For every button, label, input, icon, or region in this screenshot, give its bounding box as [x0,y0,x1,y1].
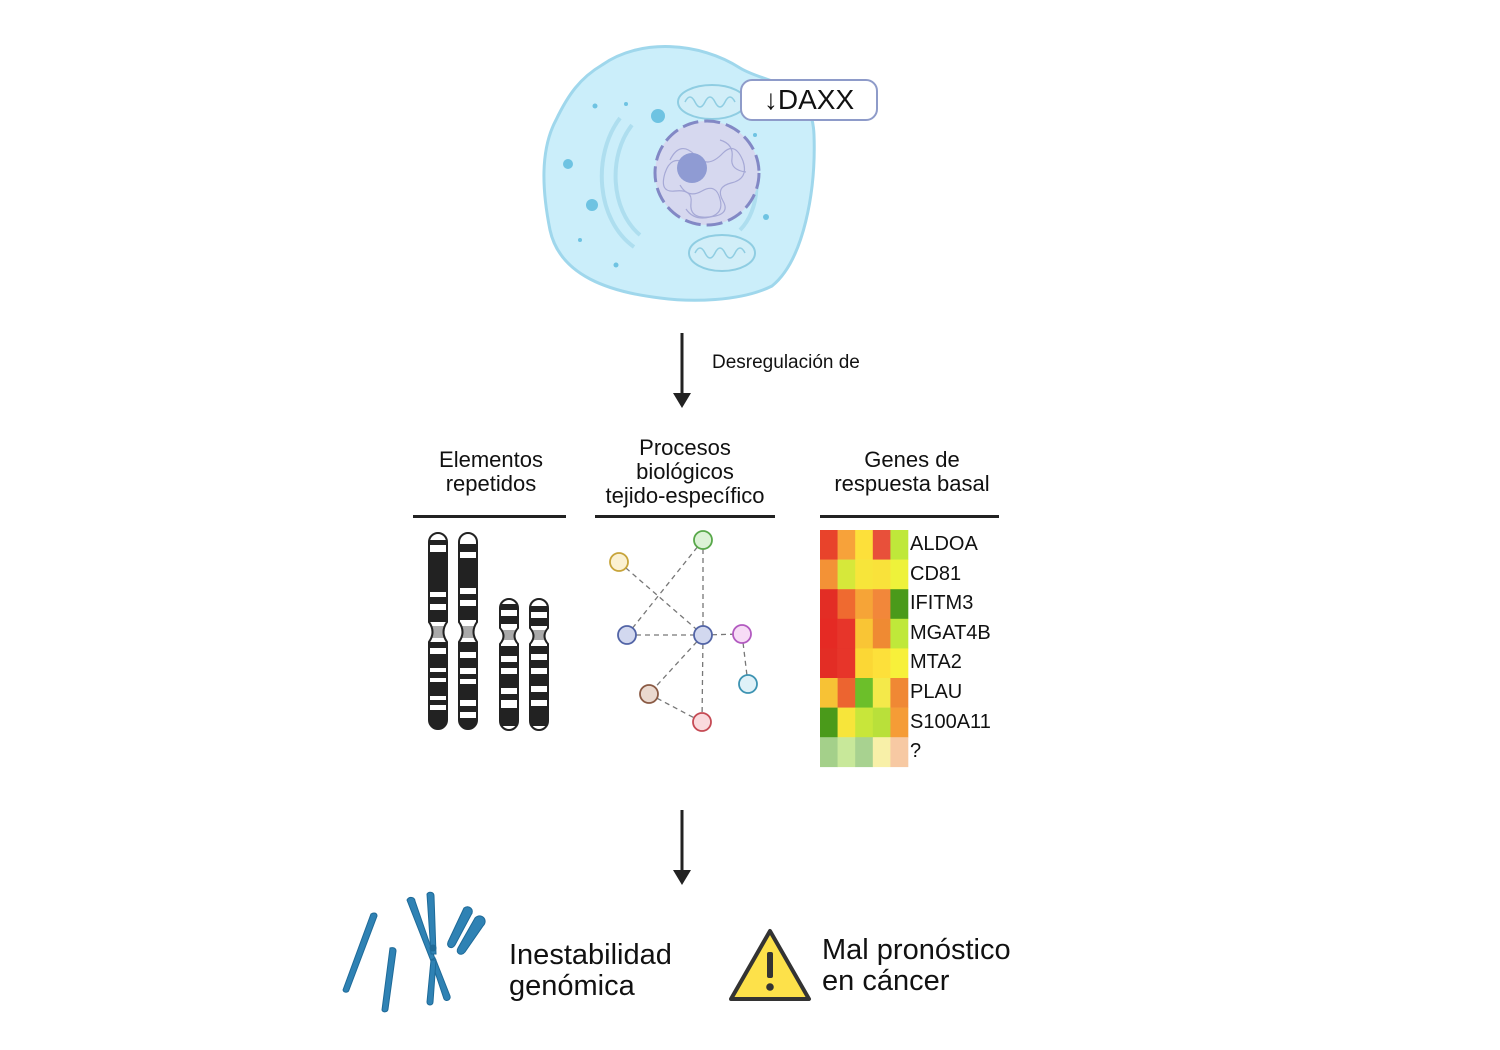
heatmap-cell [855,648,874,679]
outcome-genomic-instability: Inestabilidad genómica [509,939,672,1002]
heatmap-cell [890,678,909,708]
heatmap-cell [890,648,909,679]
heatmap-cell [855,589,874,620]
heatmap-cell [820,707,838,738]
gene-list: ALDOA CD81 IFITM3 MGAT4B MTA2 PLAU S100A… [910,530,1020,767]
gene-label: ALDOA [910,533,978,555]
heatmap-cell [855,737,874,768]
heatmap-cell [820,737,838,768]
gene-label: IFITM3 [910,592,974,615]
column-title-genes: Genes de respuesta basal [834,447,990,496]
heatmap-cell [820,648,838,679]
down-arrow-1 [673,333,691,408]
heatmap-cell [855,530,874,560]
heatmap-cell [820,678,838,708]
heatmap-cell [872,707,891,738]
gene-label: MTA2 [910,651,962,674]
heatmap-cell [820,618,838,649]
gene-label: PLAU [910,680,963,703]
network-node [738,674,758,694]
column-title-processes: Procesos biológicos tejido-específico [605,435,765,508]
warning-icon [729,929,811,1001]
down-arrow-2 [673,810,691,885]
chromosomes-illustration [428,532,549,731]
network-node [617,625,637,645]
heatmap-cell [890,618,909,649]
heatmap-cell [872,648,891,679]
heatmap-cell [872,530,891,560]
heatmap-cell [855,618,874,649]
network-node [692,712,712,732]
network-node [693,625,713,645]
heatmap-cell [837,559,856,590]
process-network [609,530,758,732]
heatmap-cell [890,707,909,738]
heatmap-cell [837,618,856,649]
heatmap-cell [872,559,891,590]
nucleolus [677,153,707,183]
heatmap-cell [890,737,909,768]
heatmap-cell [872,618,891,649]
gene-label: MGAT4B [910,621,991,644]
network-node [693,530,713,550]
mitochondrion-bottom [688,234,756,272]
heatmap-cell [837,678,856,708]
daxx-label: DAXX [777,84,855,115]
heatmap-cell [855,678,874,708]
gene-label: S100A11 [910,710,991,733]
arrow-label: Desregulación de [712,352,860,373]
daxx-badge: ↓ DAXX [740,79,878,121]
heatmap-cell [872,589,891,620]
column-divider-processes [595,515,775,518]
gene-heatmap [820,530,909,768]
chromosome-2 [459,533,477,729]
heatmap-cell [855,707,874,738]
chromosome-3 [500,599,518,730]
heatmap-cell [872,678,891,708]
heatmap-cell [872,737,891,768]
network-node [732,624,752,644]
mitochondrion-top [677,84,747,120]
network-node [639,684,659,704]
heatmap-cell [837,648,856,679]
chromatin [662,139,747,219]
heatmap-cell [890,589,909,620]
heatmap-cell [837,737,856,768]
network-node [609,552,629,572]
heatmap-cell [820,530,838,560]
heatmap-cell [890,530,909,560]
nucleus [653,119,761,227]
vesicles [563,102,769,268]
chromosome-1 [429,533,447,729]
down-arrow-icon: ↓ [763,84,778,115]
outcome-poor-prognosis: Mal pronóstico en cáncer [822,934,1011,997]
column-divider-genes [820,515,999,518]
heatmap-cell [837,530,856,560]
gene-label: ? [910,740,922,763]
heatmap-cell [820,559,838,590]
chromosome-4 [530,599,548,730]
heatmap-cell [837,707,856,738]
column-divider-repeats [413,515,566,518]
heatmap-cell [837,589,856,620]
heatmap-cell [890,559,909,590]
column-title-repeats: Elementos repetidos [439,447,543,496]
broken-chromosomes-icon [342,891,486,1013]
heatmap-cell [820,589,838,620]
gene-label: CD81 [910,562,962,585]
heatmap-cell [855,559,874,590]
